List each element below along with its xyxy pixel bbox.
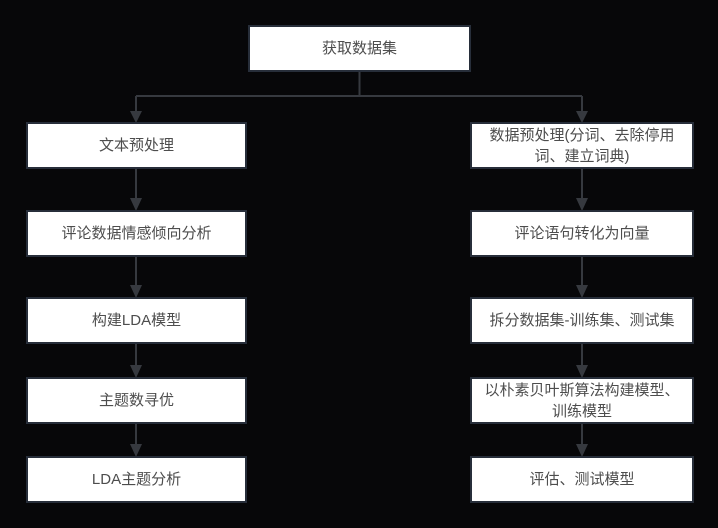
flow-node-label: 评论数据情感倾向分析	[61, 225, 212, 242]
arrowhead-icon	[130, 365, 142, 378]
flow-node-split-dataset[interactable]: 拆分数据集-训练集、测试集	[470, 297, 694, 344]
flow-node-build-lda-model[interactable]: 构建LDA模型	[26, 297, 247, 344]
connector-right-column	[576, 169, 588, 457]
flow-node-lda-topic-analysis[interactable]: LDA主题分析	[26, 456, 247, 503]
flow-node-sentiment-analysis[interactable]: 评论数据情感倾向分析	[26, 210, 247, 257]
arrowhead-icon	[130, 285, 142, 298]
flow-node-data-preprocessing[interactable]: 数据预处理(分词、去除停用 词、建立词典)	[470, 122, 694, 169]
flow-node-naive-bayes-model[interactable]: 以朴素贝叶斯算法构建模型、 训练模型	[470, 377, 694, 424]
flow-node-label: 评估、测试模型	[529, 471, 635, 488]
flow-node-label: 文本预处理	[98, 137, 174, 154]
flow-node-evaluate-test-model[interactable]: 评估、测试模型	[470, 456, 694, 503]
arrowhead-icon	[576, 444, 588, 457]
flow-node-label: 主题数寻优	[98, 392, 174, 409]
flow-node-label: LDA主题分析	[91, 471, 182, 488]
connector-left-column	[130, 169, 142, 457]
flow-node-label: 构建LDA模型	[91, 312, 182, 329]
arrowhead-icon	[576, 365, 588, 378]
flow-node-comment-to-vector[interactable]: 评论语句转化为向量	[470, 210, 694, 257]
arrowhead-icon	[576, 198, 588, 211]
flow-node-label: 以朴素贝叶斯算法构建模型、 训练模型	[484, 381, 680, 420]
flow-node-label: 获取数据集	[321, 40, 397, 57]
flow-node-label: 评论语句转化为向量	[514, 225, 650, 242]
arrowhead-icon	[130, 198, 142, 211]
arrowhead-icon	[576, 111, 588, 123]
arrowhead-icon	[130, 111, 142, 123]
connector-root-split	[130, 72, 588, 123]
arrowhead-icon	[576, 285, 588, 298]
flow-node-get-dataset[interactable]: 获取数据集	[248, 25, 471, 72]
flow-node-text-preprocessing[interactable]: 文本预处理	[26, 122, 247, 169]
flow-node-topic-number-optimization[interactable]: 主题数寻优	[26, 377, 247, 424]
arrowhead-icon	[130, 444, 142, 457]
flow-node-label: 数据预处理(分词、去除停用 词、建立词典)	[489, 126, 675, 165]
flow-node-label: 拆分数据集-训练集、测试集	[489, 312, 675, 329]
